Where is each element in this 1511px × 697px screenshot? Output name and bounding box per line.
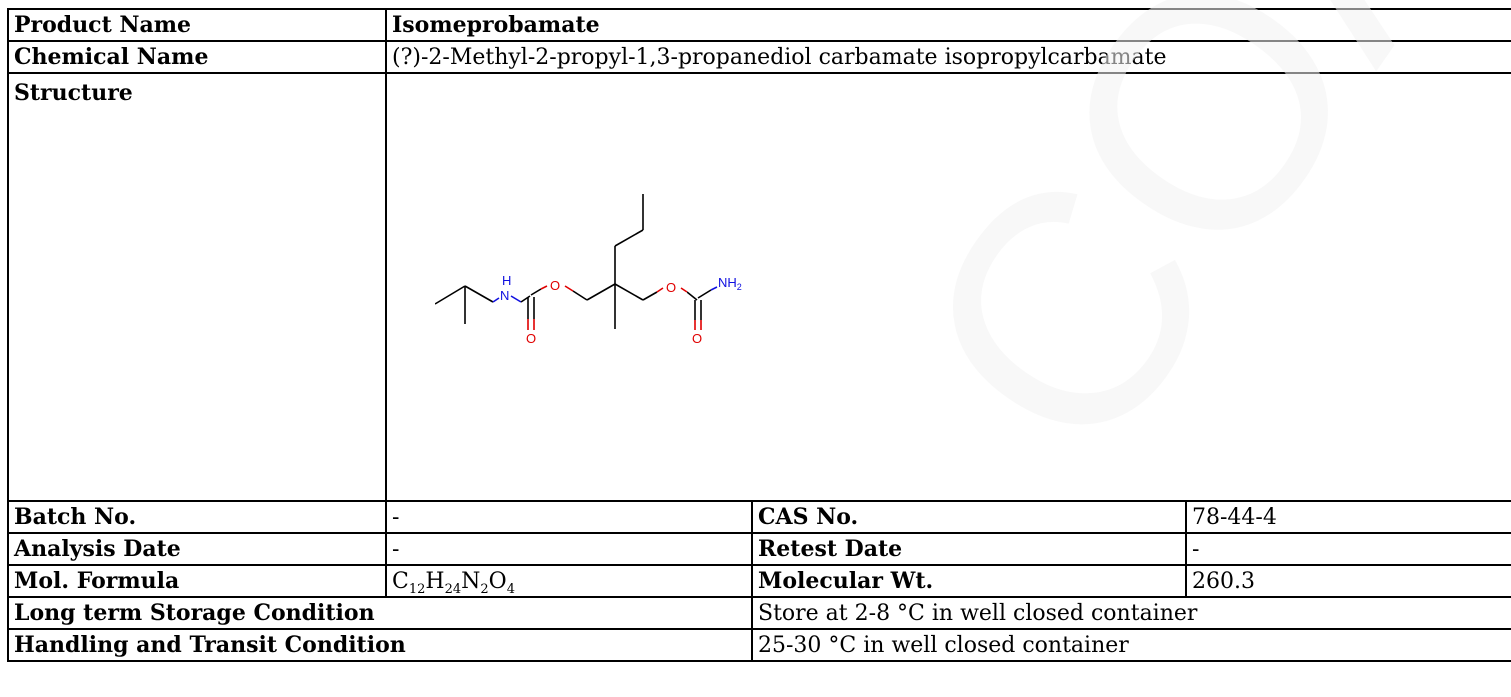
formula-n-c: 12 [408, 581, 426, 597]
analysis-date-value: - [385, 532, 753, 566]
formula-el-h: H [425, 568, 445, 594]
atom-nh2-main: NH [718, 275, 737, 290]
formula-n-n: 2 [480, 581, 489, 597]
product-name-value: Isomeprobamate [384, 8, 1511, 42]
row-structure: Structure [7, 72, 1511, 502]
atom-h-label: H [502, 273, 511, 288]
row-product-name: Product Name Isomeprobamate [7, 8, 1511, 42]
formula-el-n: N [461, 568, 481, 594]
row-batch-cas: Batch No. - CAS No. 78-44-4 [7, 500, 1511, 534]
atom-o-ester-1: O [550, 278, 560, 293]
formula-n-o: 4 [506, 581, 515, 597]
structure-image-right: O NH2 [687, 275, 742, 346]
storage-value: Store at 2-8 °C in well closed container [750, 596, 1511, 630]
row-storage: Long term Storage Condition Store at 2-8… [7, 596, 1511, 630]
mol-formula-label: Mol. Formula [7, 564, 387, 598]
bond-lines [435, 194, 688, 330]
formula-n-h: 24 [444, 581, 462, 597]
atom-o-carbonyl-1: O [526, 331, 536, 346]
structure-cell: H N O O O [384, 72, 1511, 502]
coa-sheet: Product Name Isomeprobamate Chemical Nam… [7, 8, 1511, 662]
cas-no-label: CAS No. [751, 500, 1187, 534]
row-handling: Handling and Transit Condition 25-30 °C … [7, 628, 1511, 662]
molecular-wt-label: Molecular Wt. [751, 564, 1187, 598]
bond-lines-right [687, 286, 718, 330]
cas-no-value: 78-44-4 [1184, 500, 1511, 534]
atom-o-ester-2: O [666, 280, 676, 295]
retest-date-value: - [1184, 532, 1511, 566]
retest-date-label: Retest Date [751, 532, 1187, 566]
molecular-wt-value: 260.3 [1184, 564, 1511, 598]
atom-nh2-sub: 2 [737, 282, 742, 292]
chemical-name-label: Chemical Name [7, 40, 387, 74]
row-dates: Analysis Date - Retest Date - [7, 532, 1511, 566]
coa-table: Product Name Isomeprobamate Chemical Nam… [7, 8, 1511, 662]
atom-o-carbonyl-2: O [692, 331, 702, 346]
batch-no-label: Batch No. [7, 500, 387, 534]
product-name-label: Product Name [7, 8, 387, 42]
atom-nh2-label: NH2 [718, 275, 742, 292]
storage-label: Long term Storage Condition [7, 596, 753, 630]
structure-image: H N O O O [435, 194, 688, 346]
atom-labels-right: O NH2 [692, 275, 742, 346]
row-formula-weight: Mol. Formula C12H24N2O4 Molecular Wt. 26… [7, 564, 1511, 598]
atom-labels: H N O O O [500, 273, 676, 346]
analysis-date-label: Analysis Date [7, 532, 387, 566]
formula-el-o: O [488, 568, 507, 594]
structure-label: Structure [7, 72, 387, 502]
mol-formula-value: C12H24N2O4 [385, 564, 753, 598]
row-chemical-name: Chemical Name (?)-2-Methyl-2-propyl-1,3-… [7, 40, 1511, 74]
chemical-name-value: (?)-2-Methyl-2-propyl-1,3-propanediol ca… [384, 40, 1511, 74]
handling-value: 25-30 °C in well closed container [750, 628, 1511, 662]
formula-el-c: C [392, 568, 409, 594]
handling-label: Handling and Transit Condition [7, 628, 753, 662]
batch-no-value: - [385, 500, 753, 534]
atom-n-label: N [500, 288, 509, 303]
